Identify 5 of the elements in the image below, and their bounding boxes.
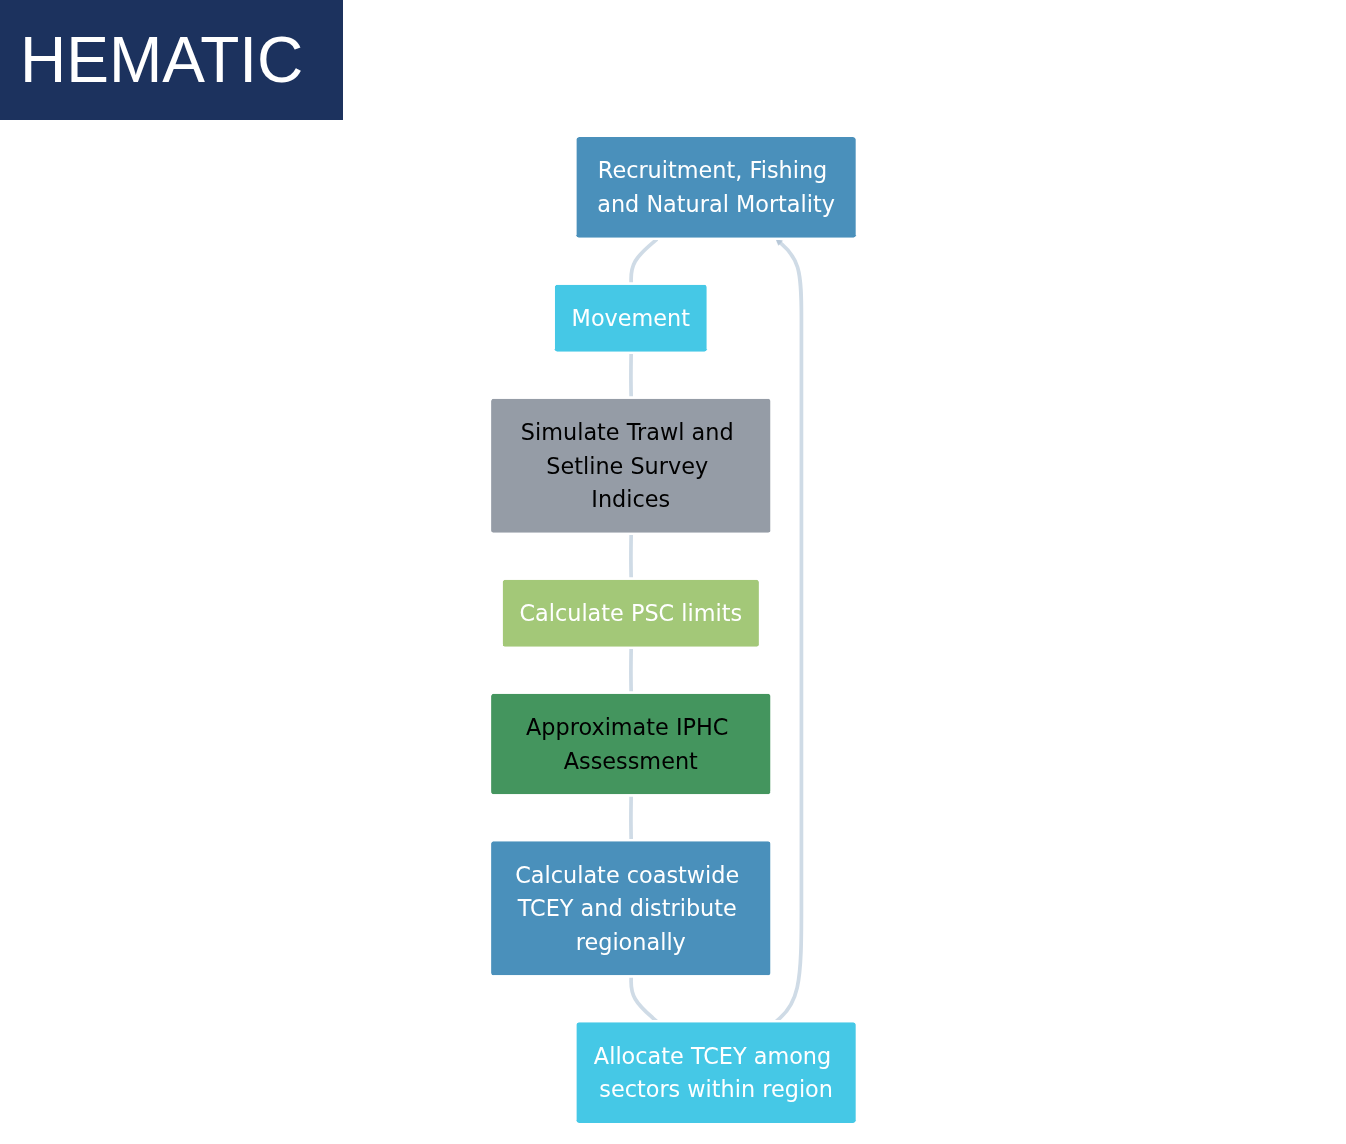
connector bbox=[628, 534, 633, 579]
connector bbox=[628, 795, 633, 841]
connector bbox=[628, 353, 633, 398]
title-banner: HEMATIC bbox=[0, 0, 344, 120]
connector bbox=[628, 648, 633, 693]
